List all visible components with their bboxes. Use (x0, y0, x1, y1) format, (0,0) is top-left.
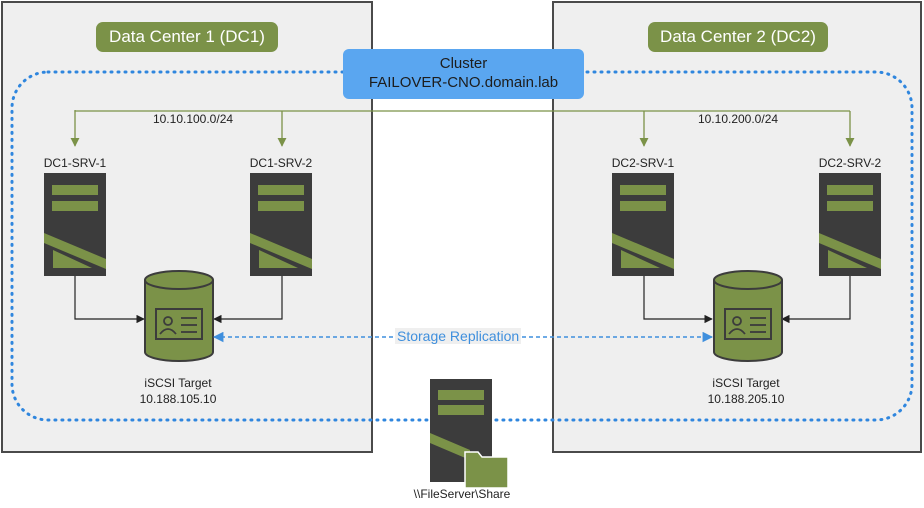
server-dc1-srv-2 (250, 173, 312, 276)
storage-dc1-ip: 10.188.105.10 (139, 392, 217, 406)
cluster-name: FAILOVER-CNO.domain.lab (368, 74, 559, 91)
cluster-box: Cluster FAILOVER-CNO.domain.lab (343, 49, 584, 99)
replication-label: Storage Replication (395, 328, 522, 344)
datacenter-1-label: Data Center 1 (DC1) (96, 22, 278, 52)
storage-dc1-label: iSCSI Target (144, 376, 212, 390)
server-label: DC2-SRV-1 (611, 156, 675, 170)
subnet-dc1: 10.10.100.0/24 (152, 112, 234, 126)
server-dc1-srv-1 (44, 173, 106, 276)
fileshare-label: \\FileServer\Share (413, 487, 511, 501)
server-label: DC2-SRV-2 (818, 156, 882, 170)
storage-dc2-ip: 10.188.205.10 (707, 392, 785, 406)
server-dc2-srv-1 (612, 173, 674, 276)
subnet-dc2: 10.10.200.0/24 (697, 112, 779, 126)
file-server-icon (430, 379, 509, 489)
network-lines (70, 110, 855, 147)
cluster-title: Cluster (439, 55, 488, 72)
server-label: DC1-SRV-2 (249, 156, 313, 170)
storage-dc1-icon (144, 270, 214, 362)
storage-dc2-label: iSCSI Target (712, 376, 780, 390)
storage-connections (74, 276, 851, 324)
datacenter-2-label: Data Center 2 (DC2) (648, 22, 828, 52)
server-label: DC1-SRV-1 (43, 156, 107, 170)
server-dc2-srv-2 (819, 173, 881, 276)
storage-dc2-icon (713, 270, 783, 362)
